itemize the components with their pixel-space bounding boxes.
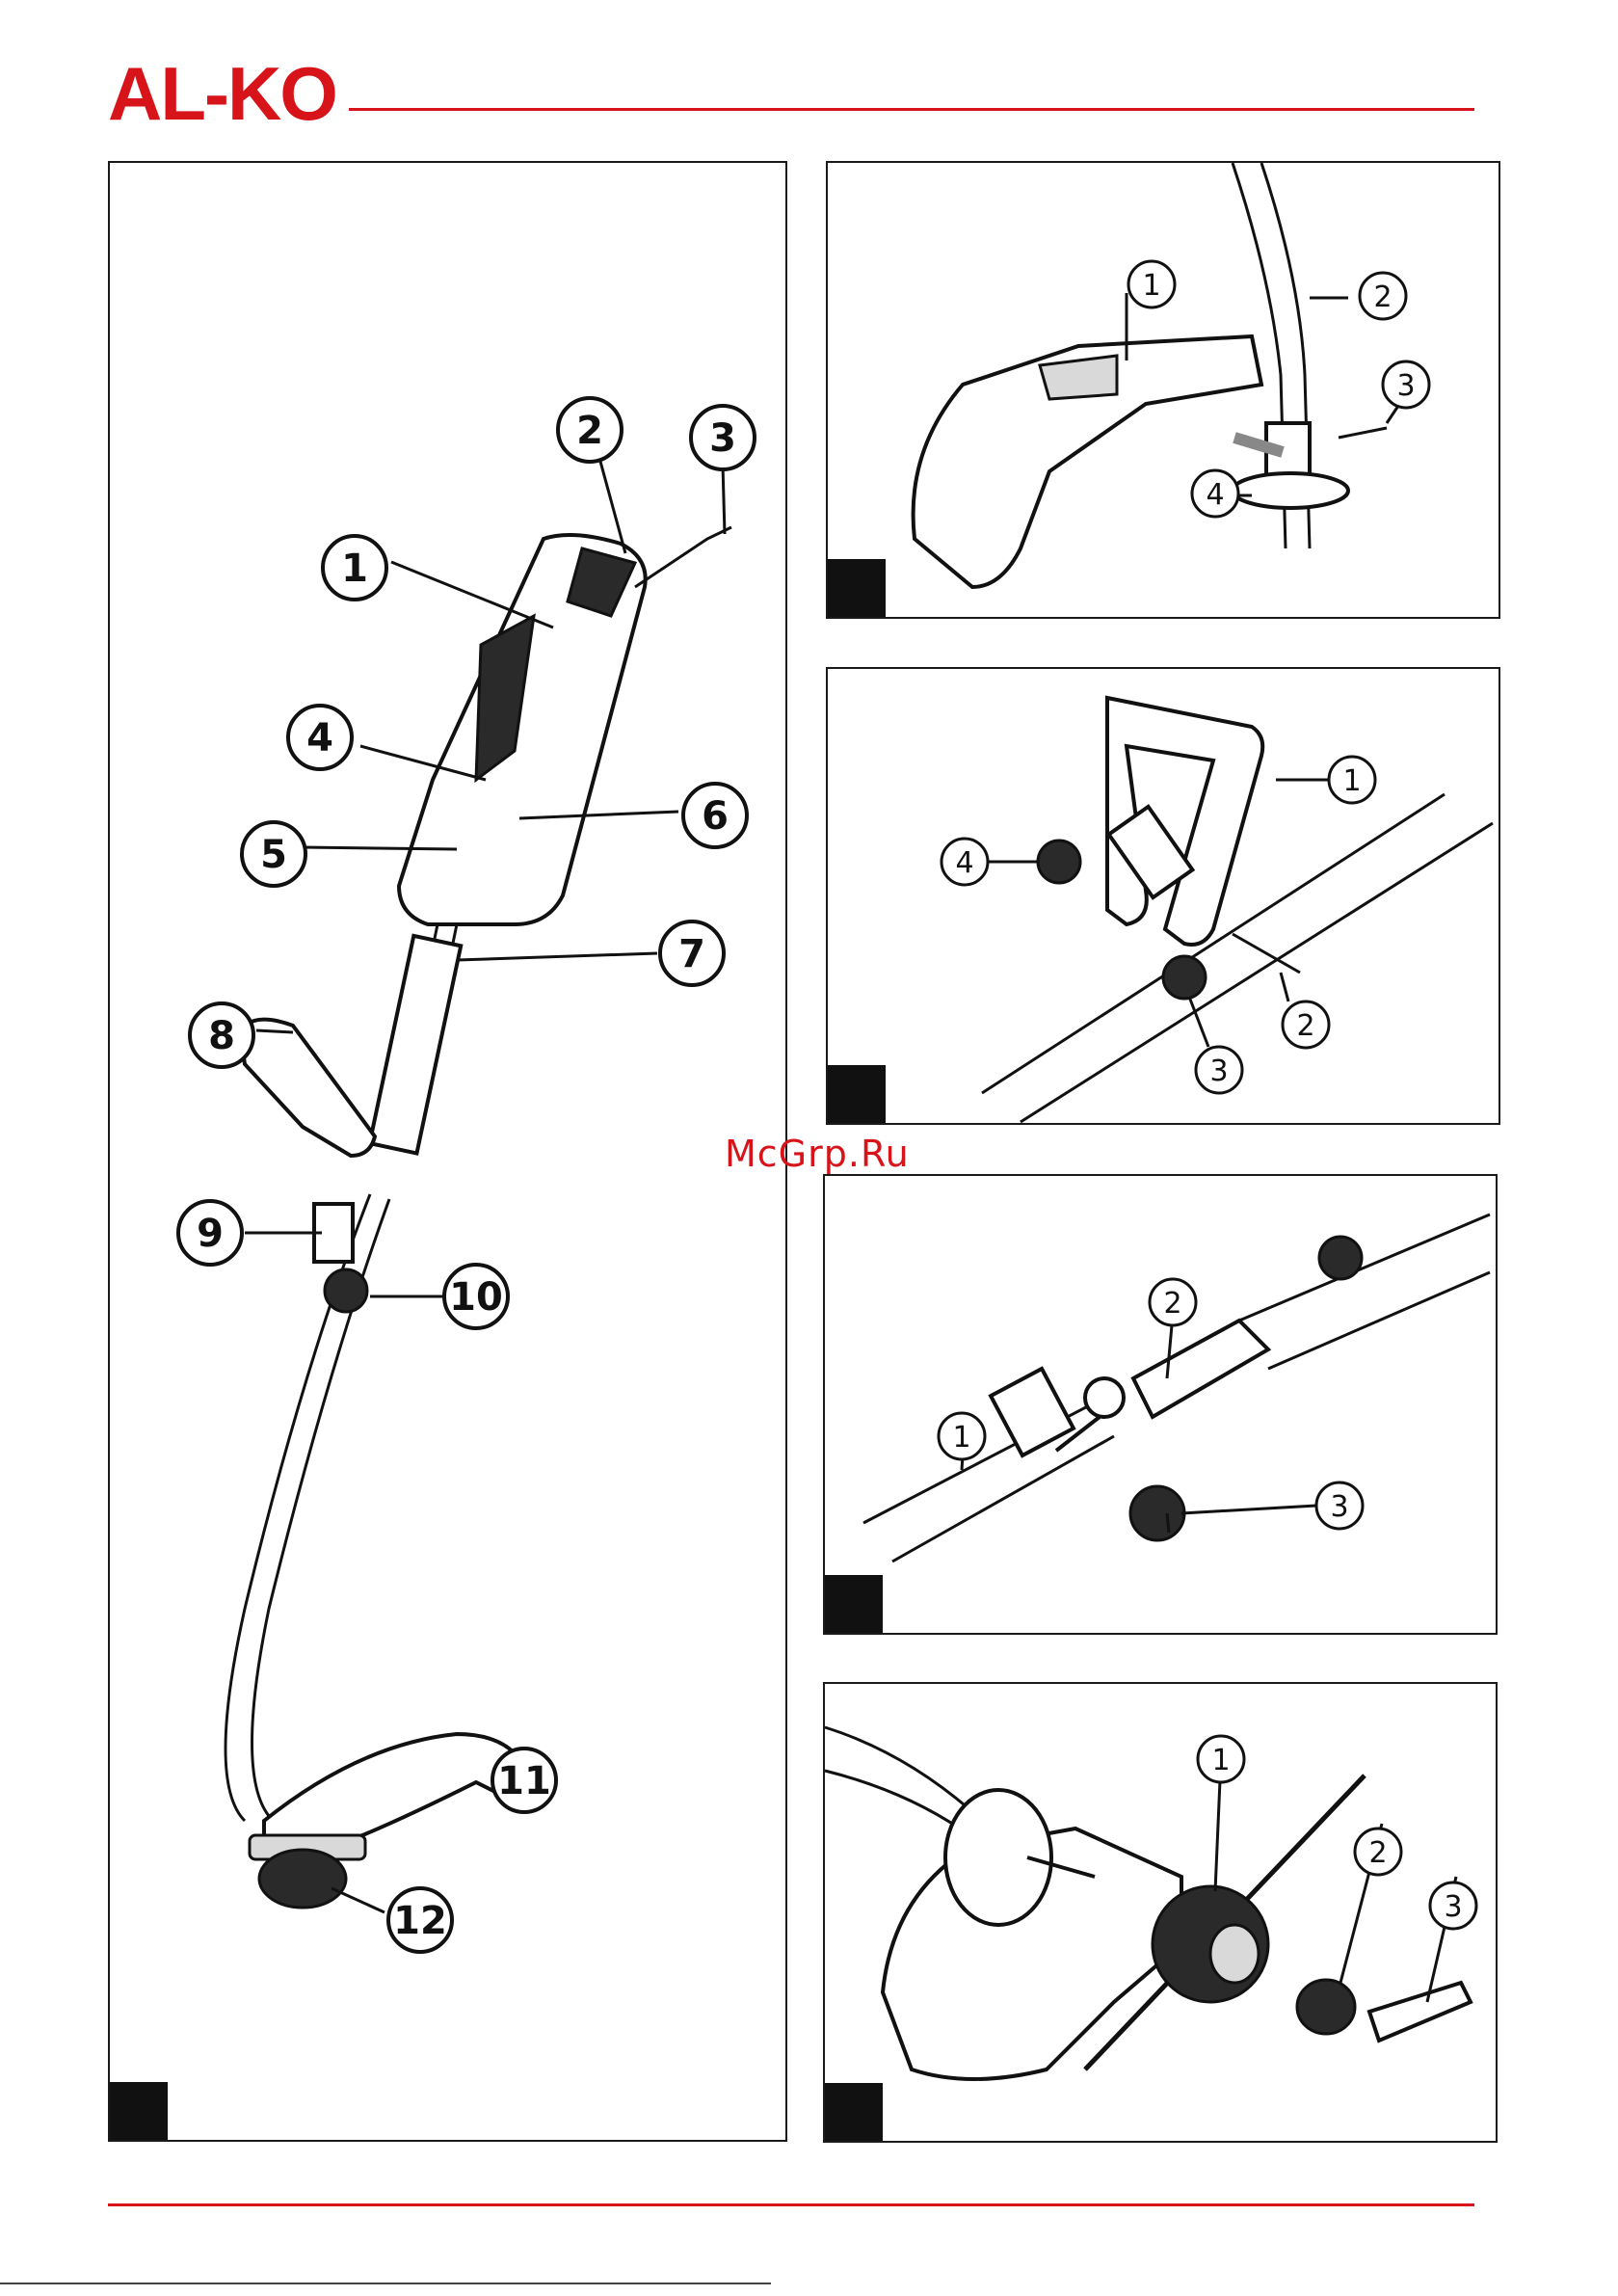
figure-handle-mount: 1 2 3 4 [826, 667, 1500, 1125]
callout-1: 1 [939, 1413, 985, 1459]
callout-4: 4 [1192, 470, 1238, 517]
svg-text:5: 5 [260, 833, 287, 877]
callout-8: 8 [190, 1003, 253, 1067]
figure-spool-mount: 1 2 3 [823, 1682, 1498, 2143]
guard-mount-drawing: 1 2 3 4 [828, 163, 1502, 621]
svg-text:4: 4 [955, 846, 973, 880]
svg-text:3: 3 [709, 416, 736, 461]
alko-logo: AL-KO [108, 56, 336, 131]
svg-text:12: 12 [393, 1899, 447, 1943]
callout-1: 1 [1128, 261, 1175, 307]
callout-11: 11 [492, 1749, 556, 1812]
callout-2: 2 [558, 398, 622, 462]
svg-text:3: 3 [1330, 1490, 1348, 1524]
callout-1: 1 [1198, 1736, 1244, 1782]
header-rule [349, 108, 1474, 111]
svg-text:3: 3 [1444, 1890, 1462, 1924]
svg-text:11: 11 [497, 1759, 551, 1803]
svg-text:3: 3 [1396, 369, 1415, 403]
handle-mount-drawing: 1 2 3 4 [828, 669, 1502, 1127]
svg-text:9: 9 [197, 1212, 224, 1256]
callout-1: 1 [323, 536, 386, 600]
svg-text:6: 6 [702, 794, 729, 839]
overview-drawing: 1 2 3 4 5 6 7 8 [110, 163, 789, 2144]
svg-text:4: 4 [306, 716, 333, 761]
callout-2: 2 [1150, 1279, 1196, 1325]
svg-text:3: 3 [1209, 1055, 1228, 1088]
svg-text:4: 4 [1206, 478, 1224, 512]
footer-rule-grey [0, 2283, 771, 2284]
callout-6: 6 [683, 784, 747, 847]
callout-1: 1 [1329, 757, 1375, 803]
svg-text:2: 2 [1163, 1287, 1181, 1321]
spool-mount-drawing: 1 2 3 [825, 1684, 1499, 2145]
svg-text:1: 1 [1211, 1744, 1230, 1777]
callout-12: 12 [388, 1888, 452, 1952]
callout-2: 2 [1360, 273, 1406, 319]
callout-10: 10 [444, 1265, 508, 1328]
svg-text:7: 7 [678, 932, 705, 976]
svg-text:2: 2 [1373, 280, 1392, 314]
svg-text:2: 2 [576, 409, 603, 453]
svg-text:1: 1 [952, 1421, 970, 1455]
callout-2: 2 [1283, 1001, 1329, 1048]
callout-5: 5 [242, 822, 305, 886]
figure-guard-mount: 1 2 3 4 [826, 161, 1500, 619]
svg-text:1: 1 [1142, 269, 1160, 303]
svg-text:2: 2 [1296, 1009, 1314, 1043]
svg-text:2: 2 [1368, 1836, 1387, 1870]
svg-text:1: 1 [341, 547, 368, 591]
callout-9: 9 [178, 1201, 242, 1265]
figure-overview: 1 2 3 4 5 6 7 8 [108, 161, 787, 2142]
shaft-connect-drawing: 1 2 3 [825, 1176, 1499, 1637]
footer-rule [108, 2203, 1474, 2206]
callout-3: 3 [1383, 361, 1429, 408]
callout-4: 4 [288, 706, 352, 769]
callout-3: 3 [1430, 1882, 1476, 1929]
callout-7: 7 [660, 921, 724, 985]
svg-text:8: 8 [208, 1014, 235, 1058]
callout-4: 4 [942, 839, 988, 885]
callout-3: 3 [1196, 1047, 1242, 1093]
svg-text:10: 10 [449, 1275, 503, 1320]
watermark: McGrp.Ru [725, 1133, 910, 1175]
callout-2: 2 [1355, 1829, 1401, 1875]
callout-3: 3 [1316, 1482, 1363, 1529]
svg-text:1: 1 [1342, 764, 1361, 798]
figure-shaft-connect: 1 2 3 [823, 1174, 1498, 1635]
callout-3: 3 [691, 406, 755, 469]
